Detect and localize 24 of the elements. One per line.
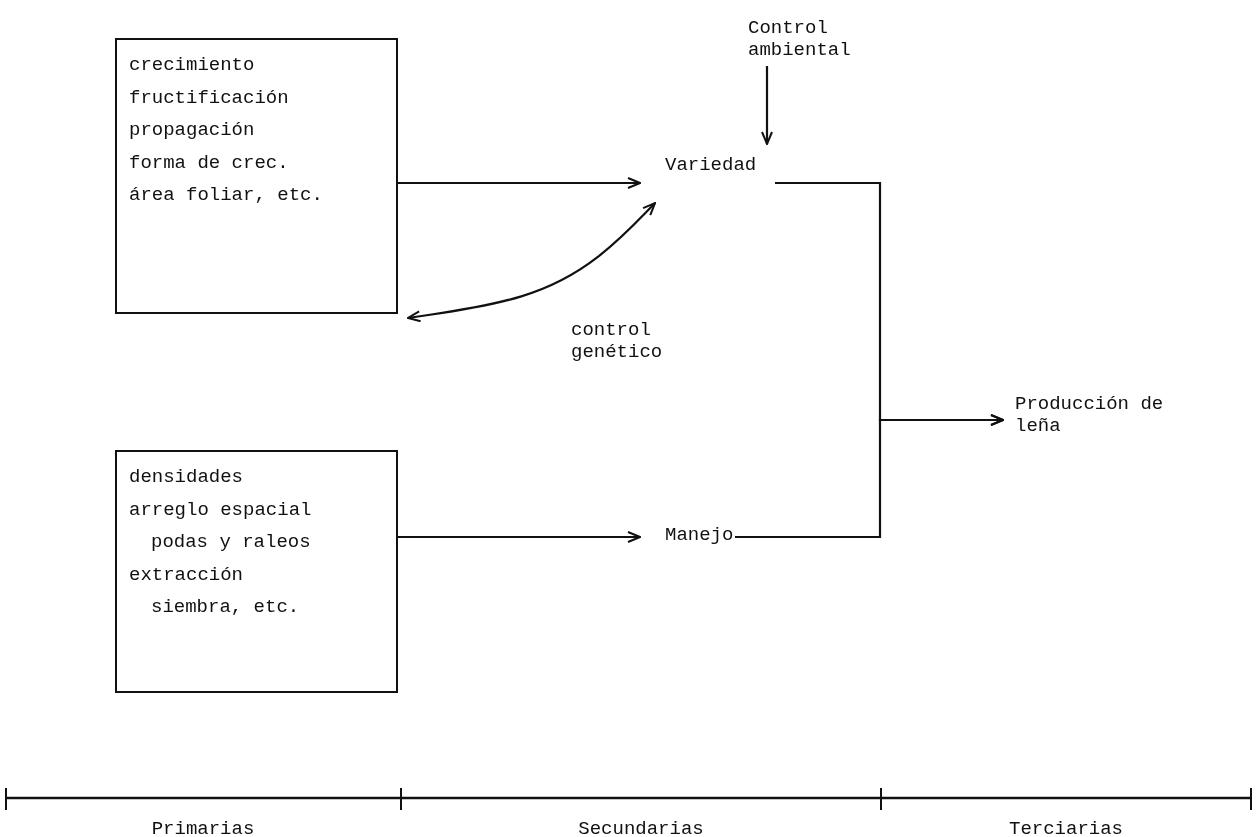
- stage-label: Primarias: [151, 818, 255, 837]
- arrow: [398, 177, 641, 189]
- item-text: siembra, etc.: [150, 596, 301, 618]
- stage-label: Terciarias: [1009, 818, 1123, 837]
- node-label: Manejo: [665, 525, 735, 547]
- item-text: densidades: [129, 466, 245, 488]
- process-box: [115, 450, 398, 693]
- arrow: [407, 202, 656, 323]
- item-text: arreglo espacial: [129, 498, 313, 521]
- node-label: Control ambiental: [748, 18, 852, 62]
- item-text: podas y raleos: [150, 531, 312, 553]
- item-text: fructificación: [129, 86, 290, 109]
- process-box: [115, 38, 398, 314]
- stage-label: Secundarias: [578, 818, 704, 837]
- item-text: forma de crec.: [129, 151, 290, 174]
- item-text: propagación: [129, 119, 256, 141]
- node-label: Variedad: [665, 155, 758, 177]
- node-label: Producción de leña: [1015, 394, 1165, 438]
- arrow: [735, 414, 1004, 539]
- item-text: crecimiento: [129, 54, 256, 76]
- arrow: [398, 531, 641, 543]
- item-text: área foliar, etc.: [129, 184, 324, 206]
- arrow: [761, 66, 773, 145]
- item-text: extracción: [129, 563, 245, 586]
